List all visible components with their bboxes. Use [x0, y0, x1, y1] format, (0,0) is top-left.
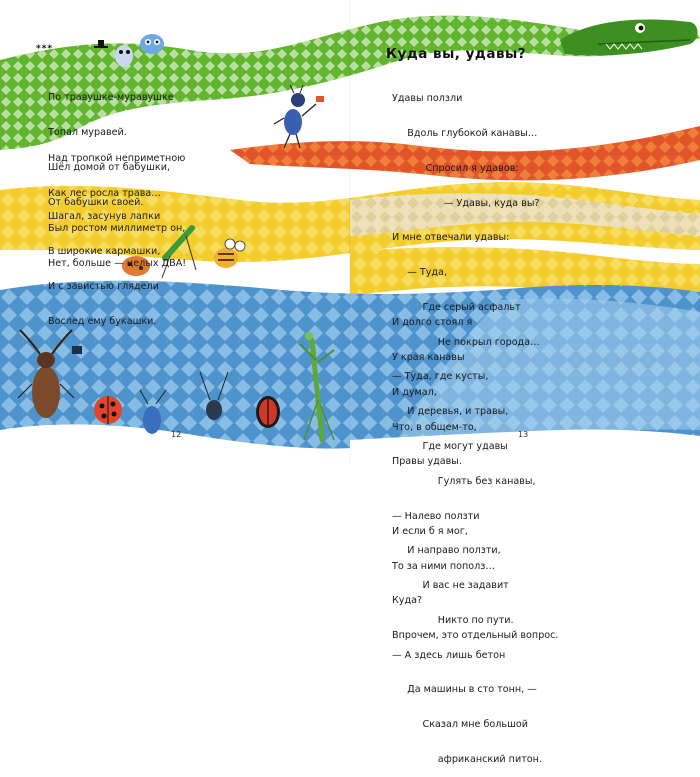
yellow-band-bugs-illustration — [122, 225, 246, 279]
poem-line: Куда? — [392, 595, 423, 607]
poem-line: Правы удавы. — [392, 456, 462, 468]
yellow-snake-band — [0, 182, 700, 262]
left-stanza-1: По травушке-муравушке Топал муравей. Шёл… — [48, 69, 174, 220]
page-gutter — [349, 0, 351, 466]
blue-snake-band — [0, 280, 700, 466]
poem-line: То за ними пополз… — [392, 560, 495, 572]
poem-line: И долго стоял я — [392, 317, 473, 329]
poem-line: Удавы ползли — [392, 93, 463, 105]
poem-line: Сказал мне большой — [392, 719, 528, 731]
page-number-right: 13 — [518, 430, 529, 439]
poem-line: Что, в общем-то, — [392, 421, 477, 433]
poem-line: Спросил я удавов: — [392, 162, 519, 174]
poem-line: Над тропкой неприметною — [48, 153, 186, 165]
poem-line: Нет, больше — целых ДВА! — [48, 257, 187, 269]
section-stars: *** — [36, 44, 54, 54]
poem-line: Впрочем, это отдельный вопрос. — [392, 630, 559, 642]
poem-line: — Удавы, куда вы? — [392, 197, 540, 209]
poem-line: По травушке-муравушке — [48, 92, 174, 104]
poem-line: Вослед ему букашки. — [48, 315, 157, 327]
orange-snake-band — [230, 126, 700, 181]
poem-line: Был ростом миллиметр он, — [48, 222, 186, 234]
poem-line: Шагал, засунув лапки — [48, 211, 161, 223]
page-number-left: 12 — [171, 430, 182, 439]
poem-line: — Туда, где кусты, — [392, 371, 489, 383]
poem-line: Да машины в сто тонн, — — [392, 684, 537, 696]
right-poem-ending: И долго стоял я У края канавы И думал, Ч… — [392, 294, 559, 653]
left-stanza-3: Шагал, засунув лапки В широкие кармашки,… — [48, 188, 160, 339]
poem-line: И думал, — [392, 386, 437, 398]
poem-line: В широкие кармашки, — [48, 245, 161, 257]
book-spread-illustration — [0, 15, 700, 466]
poem-line: И мне отвечали удавы: — [392, 232, 510, 244]
poem-line: У края канавы — [392, 351, 465, 363]
poem-line: И с завистью глядели — [48, 280, 159, 292]
poem-line: Топал муравей. — [48, 126, 127, 138]
poem-line: Где серый асфальт — [392, 301, 521, 313]
ant-walking-illustration — [273, 84, 324, 149]
poem-line: И деревья, и травы, — [392, 406, 509, 418]
poem-line: — Туда, — [392, 267, 447, 279]
poem-line: Вдоль глубокой канавы… — [392, 127, 538, 139]
poem-line: Шёл домой от бабушки, — [48, 161, 170, 173]
poem-title: Куда вы, удавы? — [386, 46, 527, 62]
poem-line: Как лес росла трава… — [48, 187, 161, 199]
python-snake-illustration — [0, 15, 700, 151]
left-stanza-2: Над тропкой неприметною Как лес росла тр… — [48, 130, 186, 281]
poem-line: африканский питон. — [392, 754, 542, 766]
poem-line: И если б я мог, — [392, 525, 468, 537]
poem-line: Где могут удавы — [392, 441, 508, 452]
poem-line: Не покрыл города… — [392, 336, 540, 348]
bugs-crowd-illustration — [17, 329, 335, 443]
top-bugs-illustration — [94, 34, 164, 67]
poem-line: От бабушки своей. — [48, 196, 144, 208]
poem-line — [392, 491, 559, 503]
